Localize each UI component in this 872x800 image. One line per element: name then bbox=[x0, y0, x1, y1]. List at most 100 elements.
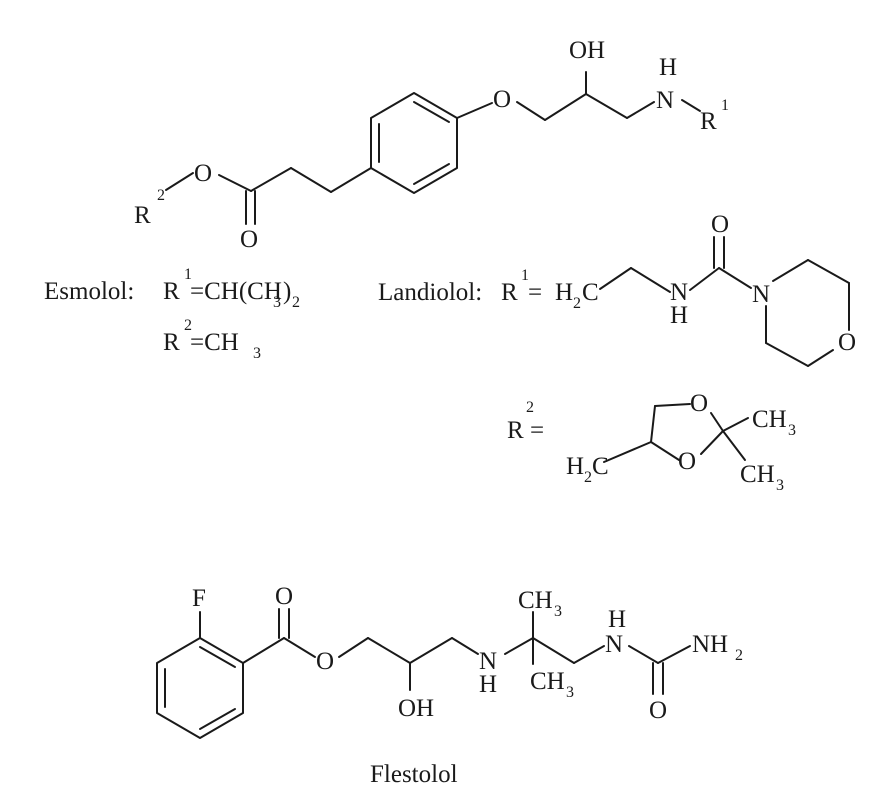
bond bbox=[628, 645, 659, 664]
bond bbox=[765, 342, 809, 367]
atom-label: O bbox=[838, 329, 856, 356]
atom-label: F bbox=[192, 585, 206, 612]
bond bbox=[451, 637, 479, 655]
bond bbox=[630, 267, 671, 293]
bond bbox=[585, 93, 628, 119]
superscript: 1 bbox=[184, 266, 192, 283]
superscript: 2 bbox=[157, 187, 165, 204]
bond bbox=[456, 102, 493, 119]
landiolol-definition: Landiolol: R 1 = H 2 C N H O N O R 2 = bbox=[378, 211, 856, 494]
superscript: 2 bbox=[526, 399, 534, 416]
atom-label: N bbox=[670, 279, 688, 306]
subscript: 2 bbox=[573, 295, 581, 312]
atom-label: CH bbox=[740, 461, 775, 488]
atom-label: R bbox=[163, 278, 180, 305]
bond bbox=[654, 403, 691, 407]
esmolol-r1-tail: ) bbox=[283, 278, 291, 305]
bond bbox=[689, 267, 720, 291]
bond bbox=[681, 99, 701, 112]
atom-label: OH bbox=[569, 37, 605, 64]
atom-label: N bbox=[605, 631, 623, 658]
subscript: 2 bbox=[292, 294, 300, 311]
atom-label: O bbox=[690, 390, 708, 417]
subscript: 2 bbox=[735, 647, 743, 664]
bond bbox=[544, 93, 587, 121]
atom-label: C bbox=[582, 279, 599, 306]
bond bbox=[250, 167, 292, 192]
atom-label: CH bbox=[530, 668, 565, 695]
shared-core-structure: O OH H N R 1 O R 2 O bbox=[134, 37, 729, 253]
benzene-ring bbox=[370, 92, 458, 194]
bond bbox=[722, 430, 746, 461]
bond bbox=[718, 267, 752, 289]
atom-label: R bbox=[700, 108, 717, 135]
bond bbox=[626, 101, 655, 119]
atom-label: O bbox=[275, 583, 293, 610]
subscript: 3 bbox=[776, 477, 784, 494]
bond bbox=[165, 172, 194, 191]
superscript: 2 bbox=[184, 317, 192, 334]
esmolol-name: Esmolol: bbox=[44, 278, 134, 305]
bond bbox=[504, 637, 534, 655]
bond bbox=[330, 167, 372, 193]
atom-label: H bbox=[670, 302, 688, 329]
bond bbox=[650, 441, 680, 461]
esmolol-r1-value: =CH(CH bbox=[190, 278, 282, 305]
subscript: 3 bbox=[273, 294, 281, 311]
bond bbox=[338, 637, 369, 658]
atom-label: H bbox=[566, 453, 584, 480]
equals-sign: = bbox=[530, 417, 544, 444]
atom-label: CH bbox=[752, 406, 787, 433]
atom-label: R bbox=[501, 279, 518, 306]
bond bbox=[722, 417, 749, 432]
bond bbox=[700, 430, 724, 455]
superscript: 1 bbox=[521, 267, 529, 284]
benzene-inner-bond bbox=[199, 646, 236, 668]
subscript: 3 bbox=[253, 345, 261, 362]
bond bbox=[367, 637, 411, 664]
landiolol-name: Landiolol: bbox=[378, 279, 482, 306]
bond bbox=[599, 267, 632, 290]
bond bbox=[242, 637, 285, 664]
atom-label: O bbox=[711, 211, 729, 238]
bond bbox=[573, 645, 605, 664]
flestolol-caption: Flestolol bbox=[370, 761, 458, 788]
bond bbox=[516, 101, 546, 121]
atom-label: C bbox=[592, 453, 609, 480]
atom-label: N bbox=[752, 281, 770, 308]
bond bbox=[603, 441, 652, 463]
atom-label: R bbox=[507, 417, 524, 444]
bond bbox=[772, 259, 809, 282]
atom-label: O bbox=[493, 86, 511, 113]
atom-label: H bbox=[555, 279, 573, 306]
esmolol-r2-value: =CH bbox=[190, 329, 239, 356]
atom-label: O bbox=[678, 448, 696, 475]
bond bbox=[710, 412, 724, 432]
atom-label: NH bbox=[692, 631, 728, 658]
atom-label: H bbox=[659, 54, 677, 81]
bond bbox=[409, 637, 453, 664]
equals-sign: = bbox=[528, 279, 542, 306]
bond bbox=[807, 259, 850, 284]
atom-label: R bbox=[163, 329, 180, 356]
bond bbox=[218, 174, 252, 192]
subscript: 3 bbox=[788, 422, 796, 439]
bond bbox=[532, 637, 575, 664]
benzene-inner-bond bbox=[413, 101, 450, 123]
atom-label: N bbox=[656, 87, 674, 114]
subscript: 3 bbox=[554, 603, 562, 620]
benzene-inner-bond bbox=[199, 708, 236, 730]
atom-label: CH bbox=[518, 587, 553, 614]
benzene-inner-bond bbox=[413, 163, 450, 185]
atom-label: H bbox=[608, 606, 626, 633]
bond bbox=[650, 405, 656, 443]
atom-label: O bbox=[649, 697, 667, 724]
bond bbox=[657, 645, 691, 664]
atom-label: O bbox=[316, 648, 334, 675]
superscript: 1 bbox=[721, 97, 729, 114]
fluorobenzene-ring bbox=[156, 637, 244, 739]
subscript: 2 bbox=[584, 469, 592, 486]
flestolol-structure: F O O OH N H CH 3 CH 3 H N NH 2 O Flesto… bbox=[156, 583, 743, 788]
subscript: 3 bbox=[566, 684, 574, 701]
